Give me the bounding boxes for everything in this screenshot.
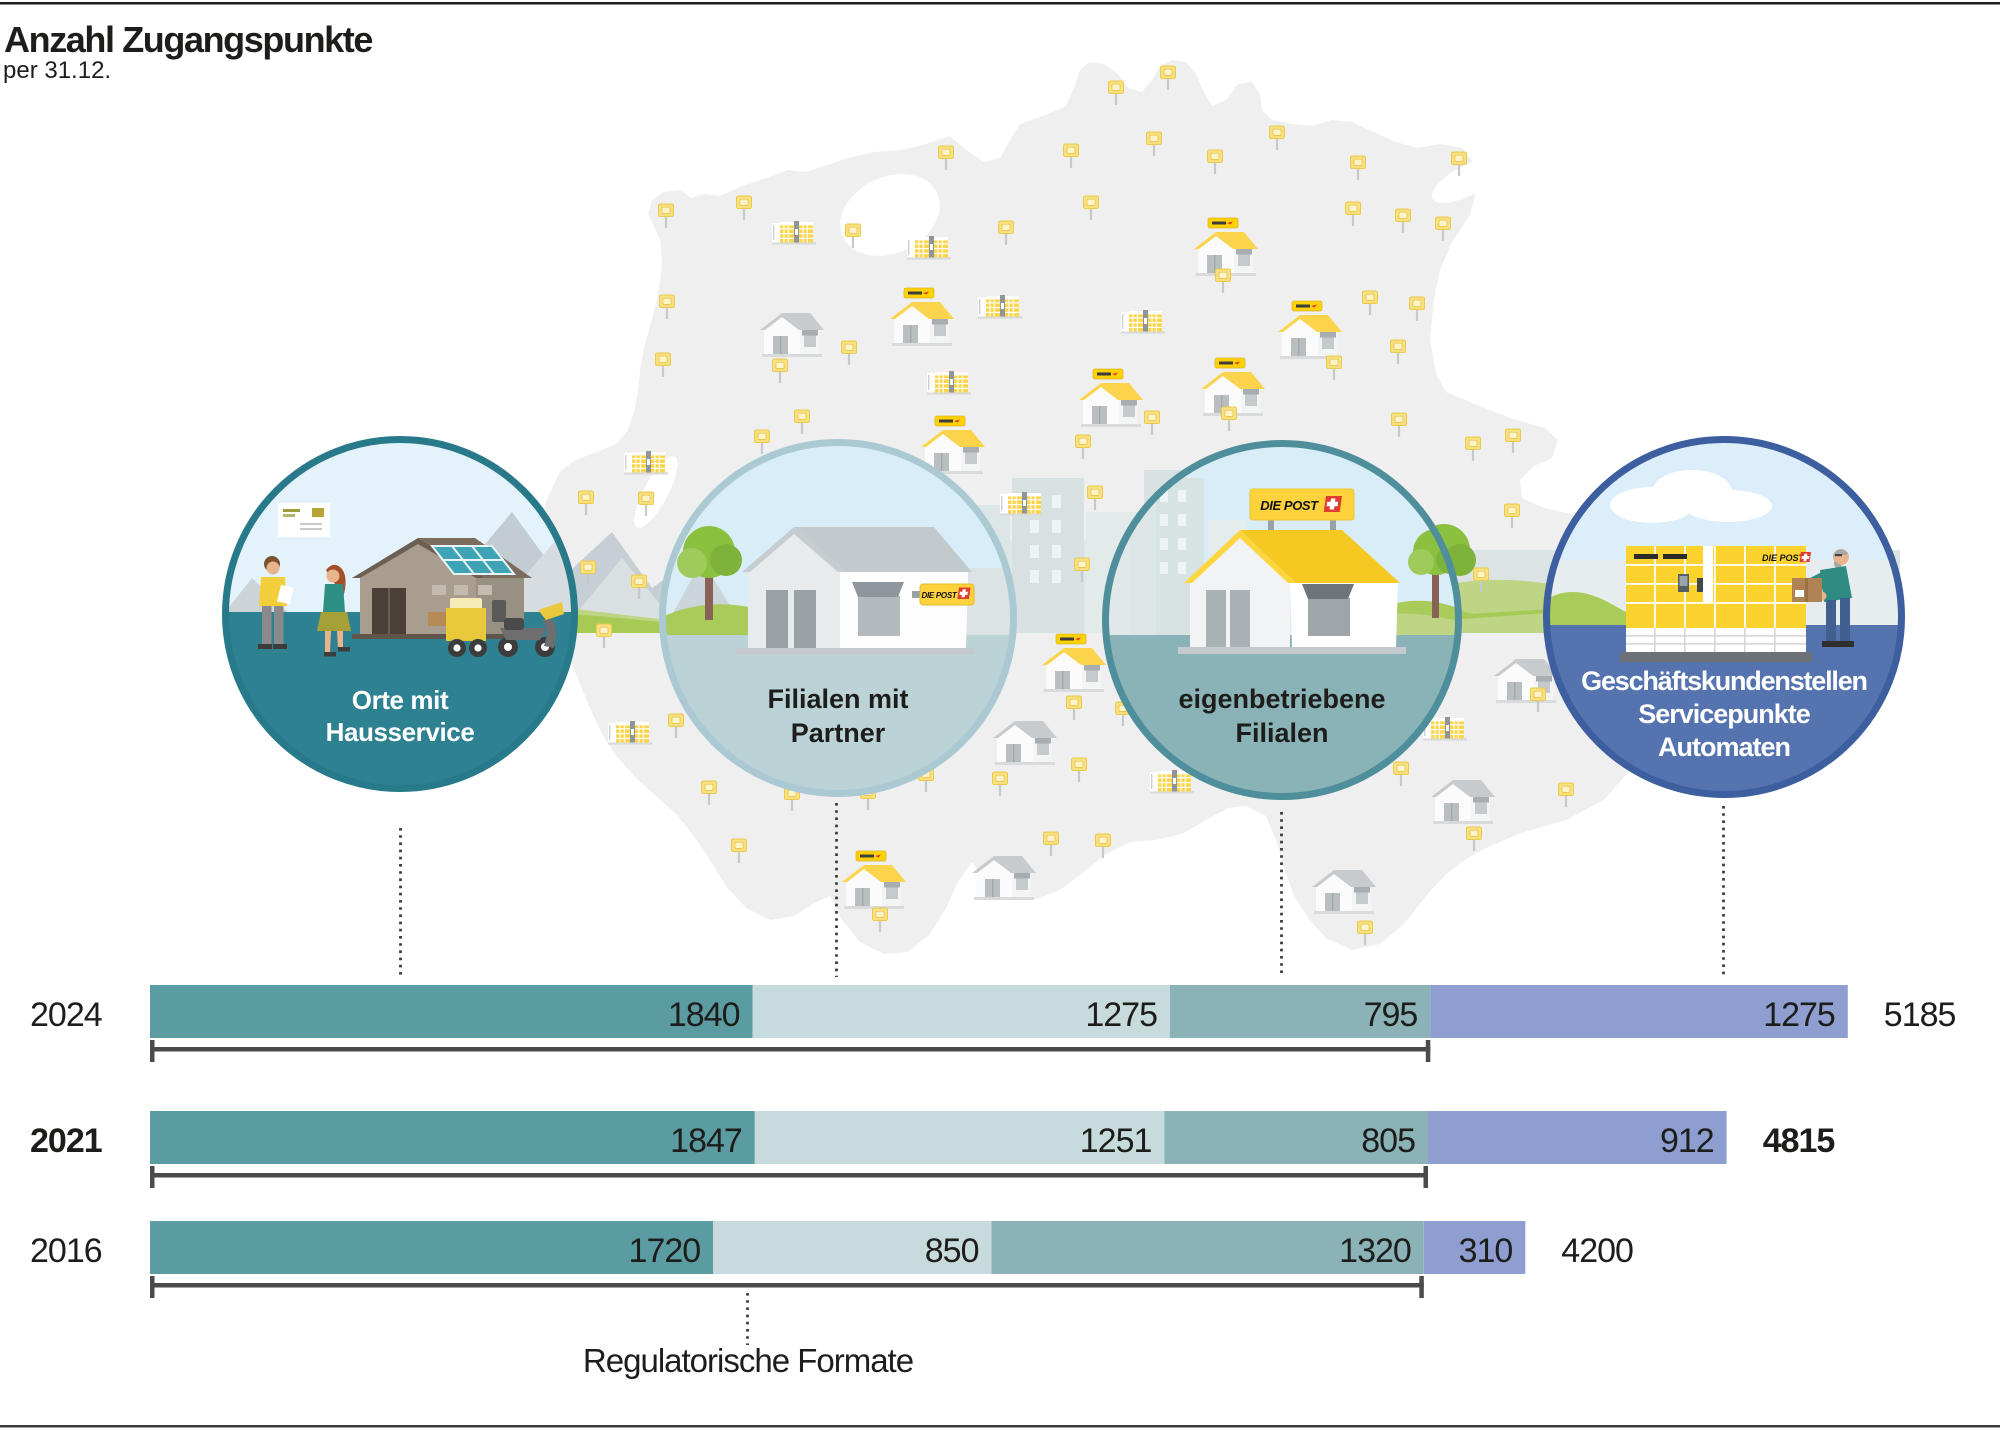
svg-text:795: 795 <box>1364 996 1418 1034</box>
svg-text:2016: 2016 <box>30 1232 102 1270</box>
svg-text:1840: 1840 <box>668 996 740 1034</box>
svg-text:1275: 1275 <box>1085 996 1157 1034</box>
svg-text:DIE POST: DIE POST <box>922 591 958 600</box>
svg-text:805: 805 <box>1361 1122 1415 1160</box>
svg-text:Servicepunkte: Servicepunkte <box>1638 699 1811 729</box>
svg-text:2024: 2024 <box>30 996 102 1034</box>
svg-text:Anzahl Zugangspunkte: Anzahl Zugangspunkte <box>4 19 372 60</box>
svg-text:2021: 2021 <box>30 1122 102 1160</box>
svg-text:Geschäftskundenstellen: Geschäftskundenstellen <box>1581 666 1867 696</box>
svg-text:5185: 5185 <box>1884 996 1956 1034</box>
svg-text:850: 850 <box>925 1232 979 1270</box>
svg-text:per 31.12.: per 31.12. <box>3 57 111 84</box>
svg-text:1275: 1275 <box>1763 996 1835 1034</box>
svg-text:310: 310 <box>1459 1232 1513 1270</box>
svg-text:912: 912 <box>1660 1122 1714 1160</box>
svg-text:4815: 4815 <box>1763 1122 1835 1160</box>
svg-text:1847: 1847 <box>670 1122 742 1160</box>
svg-text:Partner: Partner <box>791 718 886 748</box>
svg-text:4200: 4200 <box>1561 1232 1633 1270</box>
svg-text:Filialen mit: Filialen mit <box>767 684 908 714</box>
svg-text:DIE POST: DIE POST <box>1762 553 1806 563</box>
svg-text:1251: 1251 <box>1080 1122 1152 1160</box>
svg-text:1320: 1320 <box>1339 1232 1411 1270</box>
svg-text:DIE POST: DIE POST <box>1260 498 1319 513</box>
svg-text:1720: 1720 <box>629 1232 701 1270</box>
svg-text:Hausservice: Hausservice <box>326 717 475 747</box>
svg-text:Orte mit: Orte mit <box>352 685 449 715</box>
svg-text:Filialen: Filialen <box>1235 718 1328 748</box>
svg-text:Automaten: Automaten <box>1658 732 1790 762</box>
svg-text:eigenbetriebene: eigenbetriebene <box>1178 684 1385 714</box>
svg-text:Regulatorische Formate: Regulatorische Formate <box>583 1342 913 1379</box>
